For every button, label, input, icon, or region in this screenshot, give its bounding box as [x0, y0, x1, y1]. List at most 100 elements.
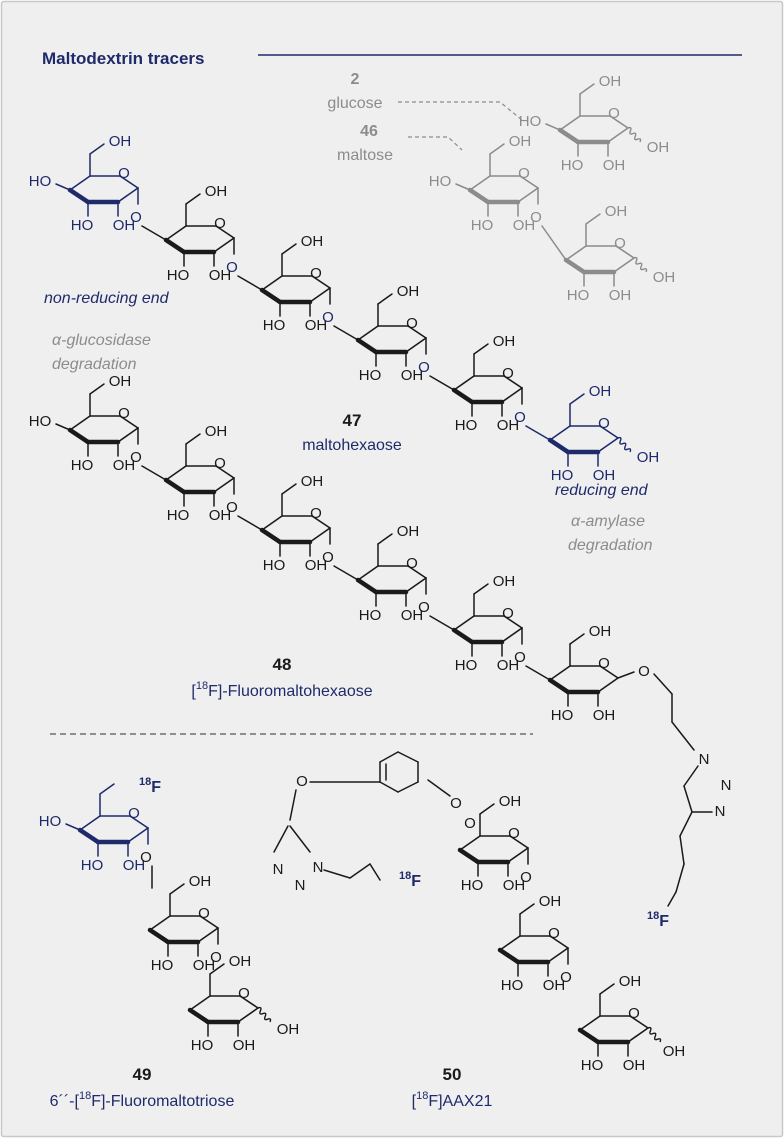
hydroxyl: OH [493, 573, 516, 590]
bond [141, 465, 167, 481]
hydroxyl: OH [209, 267, 232, 284]
legend-glucose-leader [398, 101, 523, 121]
glucose-ring [355, 325, 427, 355]
bond [55, 183, 71, 191]
ring-bond [199, 915, 219, 929]
ring-bond [469, 175, 491, 191]
bond [429, 615, 455, 631]
glycosidic-oxygen: O [226, 259, 238, 276]
legend-glucose-number: 2 [351, 71, 360, 88]
ring-bond [627, 1027, 649, 1043]
bond [281, 243, 297, 255]
ring-bond [517, 187, 539, 203]
bond [169, 883, 185, 895]
acetal-oxygen: O [450, 795, 462, 812]
hydroxyl: HO [551, 467, 574, 484]
glucose-ring [563, 245, 635, 275]
ring-oxygen: O [118, 165, 130, 182]
glucose-ring [187, 995, 259, 1025]
ring-bond [609, 115, 629, 129]
compound-50-number: 50 [443, 1065, 462, 1084]
ring-bond [499, 935, 521, 951]
glycosidic-oxygen: O [418, 359, 430, 376]
hydroxyl: HO [455, 417, 478, 434]
ring-oxygen: O [598, 415, 610, 432]
ring-bond [509, 835, 529, 849]
bond [617, 671, 635, 679]
ring-bond [197, 927, 219, 943]
glucose-ring [451, 375, 523, 405]
ring-bond [599, 665, 619, 679]
glycosidic-oxygen: O [140, 849, 152, 866]
ring-bond [261, 515, 283, 531]
compound-48-number: 48 [273, 655, 292, 674]
ring-bond [599, 425, 619, 439]
ring-bond [187, 1007, 211, 1025]
glycosidic-oxygen: O [638, 663, 650, 680]
hydroxyl: HO [29, 413, 52, 430]
ring-oxygen: O [214, 455, 226, 472]
ring-bond [597, 437, 619, 453]
fluorine-18-label: 18F [399, 870, 421, 890]
bond [369, 863, 381, 881]
hydroxyl: OH [593, 707, 616, 724]
hydroxyl: OH [397, 523, 420, 540]
bond [541, 225, 567, 261]
ring-bond [261, 275, 283, 291]
ring-bond [355, 337, 379, 355]
bond [397, 751, 419, 763]
ring-bond [547, 437, 571, 455]
label-non-reducing-end: non-reducing end [44, 290, 170, 307]
ring-oxygen: O [198, 905, 210, 922]
ring-bond [451, 627, 475, 645]
compound-50-name: [18F]AAX21 [412, 1090, 493, 1110]
ring-bond [549, 935, 569, 949]
bond [323, 869, 351, 879]
ring-bond [453, 375, 475, 391]
ring-bond [119, 415, 139, 429]
glycosidic-oxygen: O [322, 309, 334, 326]
label-alpha-glucosidase: α-glucosidase [52, 332, 151, 349]
hydroxyl: OH [123, 857, 146, 874]
ring-bond [453, 615, 475, 631]
ring-bond [259, 287, 283, 305]
bond [683, 765, 699, 787]
ring-bond [557, 127, 581, 145]
ring-bond [501, 627, 523, 643]
glucose-ring [259, 275, 331, 305]
hydroxyl: OH [189, 873, 212, 890]
ring-oxygen: O [406, 315, 418, 332]
ring-bond [239, 995, 259, 1009]
ring-bond [607, 127, 629, 143]
bond [237, 515, 263, 531]
hydroxyl: HO [359, 607, 382, 624]
wavy-bond [647, 1026, 662, 1043]
bond [289, 825, 311, 853]
bond [653, 673, 673, 695]
hydroxyl: OH [653, 269, 676, 286]
glycosidic-oxygen: O [514, 409, 526, 426]
glycosidic-oxygen: O [514, 649, 526, 666]
glycosidic-oxygen: O [520, 869, 532, 886]
ring-bond [549, 665, 571, 681]
hydroxyl: OH [109, 133, 132, 150]
triazole-n1: N [699, 751, 710, 768]
wavy-bond [627, 126, 642, 143]
hydroxyl: OH [497, 657, 520, 674]
hydroxyl: OH [589, 623, 612, 640]
ring-bond [77, 827, 101, 845]
wavy-bond [633, 256, 648, 273]
bond [185, 193, 201, 205]
bond [429, 375, 455, 391]
bond [569, 393, 585, 405]
hydroxyl: HO [263, 557, 286, 574]
hydroxyl: HO [461, 877, 484, 894]
glucose-ring [259, 515, 331, 545]
ring-oxygen: O [406, 555, 418, 572]
ring-bond [503, 375, 523, 389]
ring-bond [237, 1007, 259, 1023]
bond [675, 863, 685, 893]
hydroxyl: OH [205, 183, 228, 200]
glycosidic-oxygen: O [226, 499, 238, 516]
